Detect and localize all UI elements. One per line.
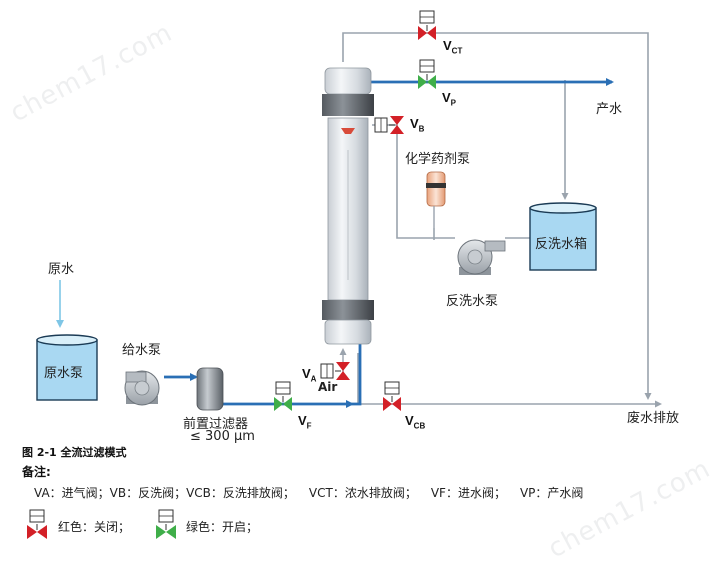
raw-water-label: 原水 xyxy=(48,262,75,277)
note-item: VCT：浓水排放阀； xyxy=(308,486,417,500)
legend-green-label: 绿色：开启； xyxy=(186,520,259,534)
concentrate-loop-pipe xyxy=(342,32,652,400)
backwash-tank xyxy=(529,202,597,271)
legend-red-label: 红色：关闭； xyxy=(58,520,131,534)
legend-red-valve-icon xyxy=(27,509,47,539)
vf-label: VF xyxy=(298,413,312,431)
valve-vct[interactable] xyxy=(418,10,436,40)
backwash-pump-label: 反洗水泵 xyxy=(446,294,499,309)
feed-pump xyxy=(124,370,160,406)
chemical-pump xyxy=(426,171,446,228)
valve-va[interactable] xyxy=(320,362,350,380)
notes-title: 备注: xyxy=(22,465,51,479)
feed-pump-label: 给水泵 xyxy=(122,343,162,358)
note-item: VF：进水阀； xyxy=(430,486,506,500)
prefilter-label: 前置过滤器 xyxy=(183,417,249,432)
backwash-pump xyxy=(457,239,506,275)
vct-label: VCT xyxy=(443,38,463,56)
prefilter-rating-label: ≤ 300 μm xyxy=(190,429,255,444)
figure-caption: 图 2-1 全流过滤模式 xyxy=(22,446,127,459)
air-label: Air xyxy=(318,380,338,394)
product-water-label: 产水 xyxy=(596,102,623,117)
note-item: VA：进气阀；VB：反洗阀；VCB：反洗排放阀； xyxy=(34,486,295,500)
note-item: VP：产水阀 xyxy=(519,486,584,500)
va-label: VA xyxy=(302,366,317,384)
prefilter xyxy=(196,367,224,411)
valve-vf[interactable] xyxy=(274,381,292,411)
legend-green-valve-icon xyxy=(156,509,176,539)
notes-line: VA：进气阀；VB：反洗阀；VCB：反洗排放阀； VCT：浓水排放阀； VF：进水阀… xyxy=(34,484,583,501)
waste-drain-label: 废水排放 xyxy=(627,411,680,426)
chemical-pump-label: 化学药剂泵 xyxy=(405,152,471,167)
vp-label: VP xyxy=(442,90,457,108)
raw-water-tank-label: 原水泵 xyxy=(44,366,84,381)
backwash-tank-label: 反洗水箱 xyxy=(535,237,588,252)
valve-vcb[interactable] xyxy=(383,381,401,411)
membrane-column xyxy=(322,67,374,345)
vcb-label: VCB xyxy=(405,413,426,431)
waste-drain-pipe xyxy=(357,353,662,408)
raw-water-tank xyxy=(36,334,98,401)
vb-label: VB xyxy=(410,116,425,134)
valve-vb[interactable] xyxy=(374,116,404,134)
valve-vp[interactable] xyxy=(418,59,436,89)
